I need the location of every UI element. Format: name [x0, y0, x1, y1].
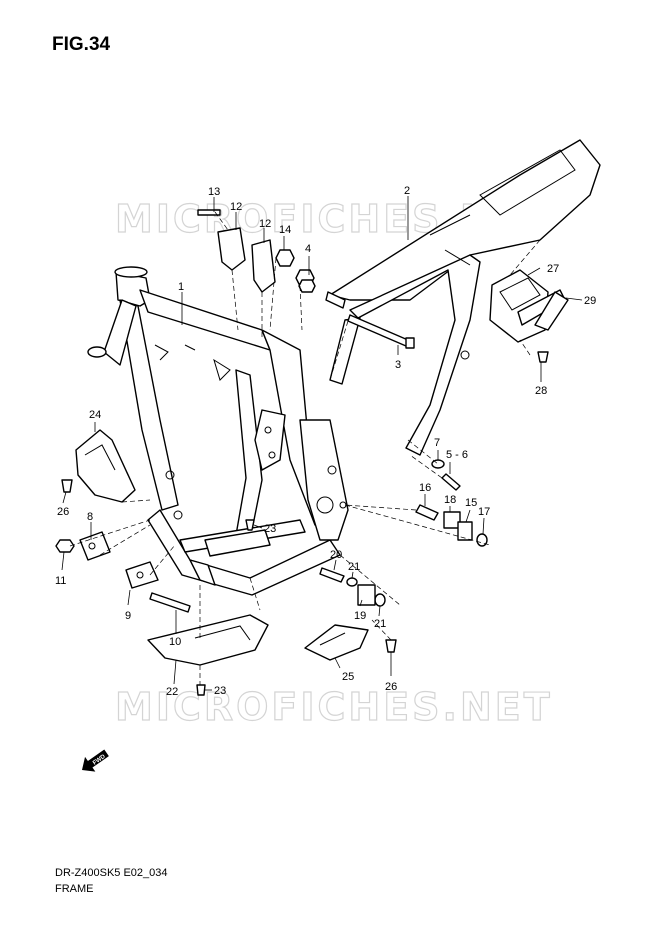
callout-3: 3 [395, 359, 401, 371]
callout-1: 1 [178, 281, 184, 293]
callout-21-upper: 21 [348, 561, 360, 573]
callout-15: 15 [465, 497, 477, 509]
figure-name: FRAME [55, 883, 94, 895]
callout-27: 27 [547, 263, 559, 275]
callout-12-left: 12 [230, 201, 242, 213]
callout-23-lower: 23 [214, 685, 226, 697]
callout-12-right: 12 [259, 218, 271, 230]
callout-17: 17 [478, 506, 490, 518]
callout-18: 18 [444, 494, 456, 506]
callout-26-left: 26 [57, 506, 69, 518]
callout-29: 29 [584, 295, 596, 307]
callouts: 1 2 3 4 5 - 6 7 8 9 10 11 12 12 13 14 15… [55, 185, 596, 698]
leader-lines [61, 196, 583, 691]
callout-19: 19 [354, 610, 366, 622]
watermark-bottom: MICROFICHES.NET [115, 685, 553, 729]
callout-28: 28 [535, 385, 547, 397]
hardware [55, 279, 549, 696]
battery-case [489, 269, 569, 343]
callout-8: 8 [87, 511, 93, 523]
callout-11: 11 [55, 575, 66, 587]
callout-7: 7 [434, 437, 440, 449]
callout-20: 20 [330, 549, 342, 561]
callout-21-lower: 21 [374, 618, 386, 630]
alignment-lines [69, 211, 541, 685]
fwd-arrow: FWD [82, 749, 109, 772]
callout-24: 24 [89, 409, 101, 421]
callout-26-right: 26 [385, 681, 397, 693]
callout-22: 22 [166, 686, 178, 698]
callout-23-upper: 23 [264, 523, 276, 535]
callout-13: 13 [208, 186, 220, 198]
callout-5-6: 5 - 6 [446, 449, 468, 461]
callout-9: 9 [125, 610, 131, 622]
callout-2: 2 [404, 185, 410, 197]
rear-seat-rail [325, 139, 601, 456]
callout-25: 25 [342, 671, 354, 683]
figure-title: FIG.34 [52, 34, 111, 55]
callout-4: 4 [305, 243, 311, 255]
callout-14: 14 [279, 224, 291, 236]
callout-16: 16 [419, 482, 431, 494]
lower-parts [75, 429, 369, 666]
model-code: DR-Z400SK5 E02_034 [55, 867, 168, 879]
main-frame [87, 266, 349, 596]
callout-10: 10 [169, 636, 181, 648]
